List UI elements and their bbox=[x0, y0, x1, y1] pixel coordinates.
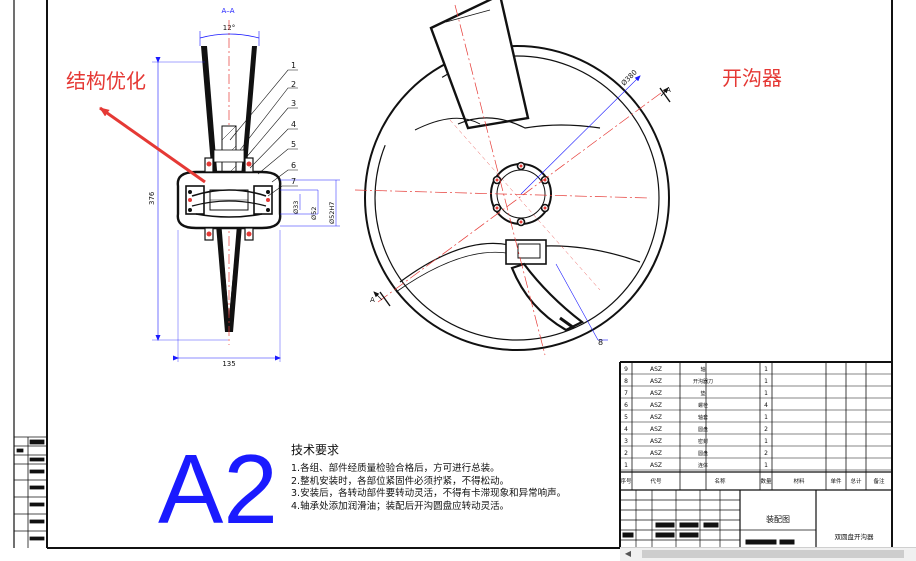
bom-cell-qty: 1 bbox=[764, 366, 768, 373]
bom-cell-qty: 2 bbox=[764, 450, 768, 457]
bom-cell-code: ASZ bbox=[650, 426, 662, 433]
bom-header-cell: 材料 bbox=[793, 477, 805, 485]
height-dimension: 376 bbox=[148, 191, 156, 205]
bom-cell-qty: 1 bbox=[764, 378, 768, 385]
bom-cell-name: 开沟器刀 bbox=[693, 378, 713, 385]
bom-cell-code: ASZ bbox=[650, 438, 662, 445]
horizontal-scrollbar[interactable]: ◀ bbox=[620, 547, 916, 561]
section-label: A–A bbox=[221, 7, 234, 15]
bom-header-cell: 总计 bbox=[850, 477, 862, 485]
bom-cell-code: ASZ bbox=[650, 402, 662, 409]
bom-cell-name: 轴套 bbox=[698, 414, 708, 421]
title-block bbox=[620, 490, 817, 548]
bom-cell-code: ASZ bbox=[650, 450, 662, 457]
bom-cell-qty: 1 bbox=[764, 390, 768, 397]
bom-cell-no: 6 bbox=[624, 402, 628, 409]
section-view-left: 12° bbox=[148, 20, 340, 368]
bom-cell-name: 螺栓 bbox=[698, 402, 708, 409]
balloon-5: 5 bbox=[291, 140, 296, 149]
bom-cell-no: 1 bbox=[624, 462, 628, 469]
bom-cell-no: 9 bbox=[624, 366, 628, 373]
diameter-dimension-1: Ø33 bbox=[292, 201, 300, 214]
diameter-dimension-3: Ø52H7 bbox=[328, 202, 336, 224]
annotation-opener-title: 开沟器 bbox=[722, 66, 782, 90]
bom-cell-code: ASZ bbox=[650, 462, 662, 469]
section-mark-top: A bbox=[666, 86, 671, 94]
bom-cell-qty: 1 bbox=[764, 414, 768, 421]
bom-cell-qty: 2 bbox=[764, 426, 768, 433]
technical-requirement-1: 1.各组、部件经质量检验合格后，方可进行总装。 bbox=[291, 463, 500, 474]
bom-header-cell: 单件 bbox=[830, 477, 842, 485]
bom-cell-name: 连体 bbox=[698, 462, 708, 469]
bom-header-cell: 名称 bbox=[714, 477, 726, 485]
bom-header-cell: 数量 bbox=[760, 477, 772, 485]
width-dimension: 135 bbox=[222, 360, 235, 368]
bom-header-cell: 代号 bbox=[650, 477, 662, 485]
bom-cell-name: 密封 bbox=[698, 438, 708, 445]
balloon-4: 4 bbox=[291, 120, 296, 129]
balloon-7: 7 bbox=[291, 177, 296, 186]
technical-requirements: 技术要求 1.各组、部件经质量检验合格后，方可进行总装。 2.整机安装时，各部位… bbox=[291, 441, 566, 513]
annotation-arrow bbox=[99, 106, 206, 184]
sheet-size-label: A2 bbox=[158, 434, 278, 544]
bom-cell-code: ASZ bbox=[650, 414, 662, 421]
bom-cell-qty: 4 bbox=[764, 402, 768, 409]
technical-requirement-2: 2.整机安装时，各部位紧固件必须拧紧，不得松动。 bbox=[291, 475, 510, 487]
bom-header-cell: 序号 bbox=[620, 477, 632, 485]
bom-cell-qty: 1 bbox=[764, 438, 768, 445]
front-view-disc bbox=[354, 0, 671, 356]
bom-cell-code: ASZ bbox=[650, 390, 662, 397]
bom-header-cell: 备注 bbox=[873, 477, 885, 485]
bom-cell-no: 3 bbox=[624, 438, 628, 445]
scrollbar-thumb[interactable] bbox=[642, 550, 904, 558]
balloon-8: 8 bbox=[598, 338, 603, 347]
balloon-6: 6 bbox=[291, 161, 296, 170]
bom-cell-no: 4 bbox=[624, 426, 628, 433]
bom-cell-no: 8 bbox=[624, 378, 628, 385]
annotation-structure-optimization: 结构优化 bbox=[66, 69, 146, 93]
left-margin-strip bbox=[14, 436, 47, 548]
bom-cell-name: 垫 bbox=[700, 390, 705, 397]
bom-cell-no: 7 bbox=[624, 390, 628, 397]
bom-cell-name: 圆盘 bbox=[698, 450, 708, 457]
drawing-name: 装配图 bbox=[766, 514, 790, 524]
technical-requirement-3: 3.安装后，各转动部件要转动灵活，不得有卡滞现象和异常响声。 bbox=[291, 488, 567, 499]
disc-diameter-dimension: Ø380 bbox=[620, 68, 639, 87]
bom-cell-name: 圆盘 bbox=[698, 426, 708, 433]
technical-requirement-4: 4.轴承处添加润滑油；装配后开沟圆盘应转动灵活。 bbox=[291, 500, 510, 512]
balloon-2: 2 bbox=[291, 80, 296, 89]
balloon-3: 3 bbox=[291, 99, 296, 108]
sheet-border bbox=[13, 0, 893, 549]
bom-cell-name: 轴 bbox=[700, 366, 705, 373]
bom-cell-no: 2 bbox=[624, 450, 628, 457]
technical-requirements-title: 技术要求 bbox=[291, 443, 340, 457]
diameter-dimension-2: Ø52 bbox=[310, 207, 318, 220]
bom-cell-no: 5 bbox=[624, 414, 628, 421]
bom-cell-code: ASZ bbox=[650, 366, 662, 373]
section-mark-bottom: A bbox=[370, 296, 375, 304]
scroll-left-arrow-icon[interactable]: ◀ bbox=[624, 549, 632, 558]
bom-cell-code: ASZ bbox=[650, 378, 662, 385]
product-name: 双圆盘开沟器 bbox=[835, 532, 875, 541]
bom-cell-qty: 1 bbox=[764, 462, 768, 469]
balloon-1: 1 bbox=[291, 61, 296, 70]
